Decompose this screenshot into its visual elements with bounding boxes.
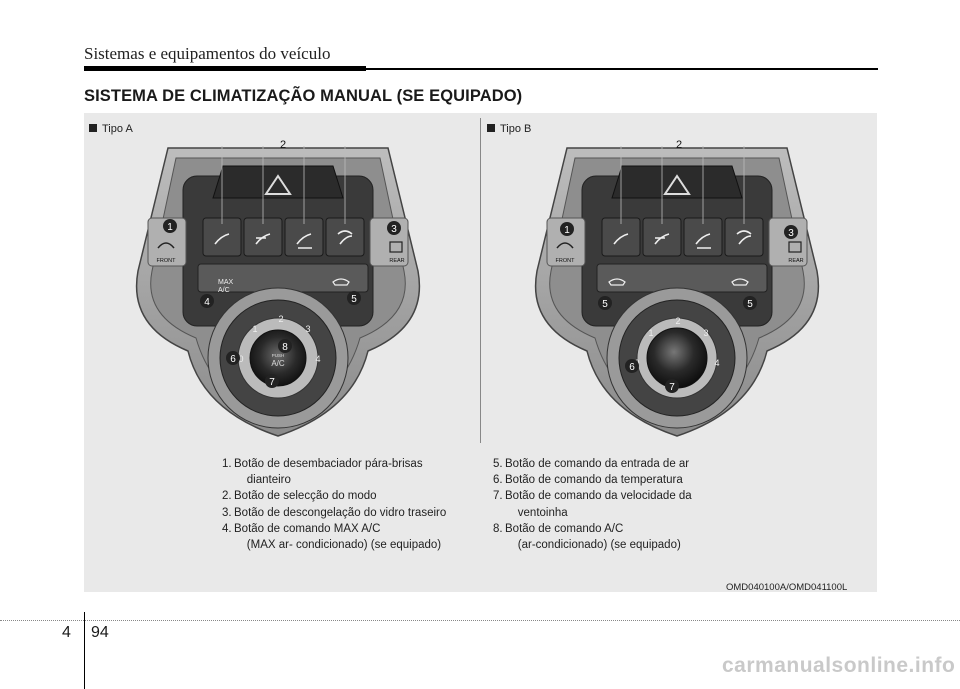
callout-5-right: 5 [747,299,753,310]
footer-vertical-rule [84,612,85,689]
callout-5-left: 5 [602,299,608,310]
footer-rule-right [85,620,960,621]
svg-text:2: 2 [278,314,283,324]
front-label: FRONT [157,258,177,264]
front-label: FRONT [556,258,576,264]
svg-text:4: 4 [315,354,320,364]
svg-text:1: 1 [252,324,257,334]
push-label: PUSH [272,353,285,358]
callout-2: 2 [676,139,682,151]
callout-3: 3 [788,228,794,239]
knob-ac-label: A/C [271,359,285,368]
callout-4: 4 [204,297,210,308]
callout-1: 1 [564,225,570,236]
svg-text:2: 2 [675,316,680,326]
callout-5: 5 [351,294,357,305]
bullet-square-icon [89,124,97,132]
legend-right: 5.Botão de comando da entrada de ar 6.Bo… [493,456,692,553]
footer-rule-left [0,620,84,621]
legend-item: 5.Botão de comando da entrada de ar [493,458,690,470]
legend-item: 8.Botão de comando A/C (ar-condicionado)… [493,522,681,552]
legend-item: 4.Botão de comando MAX A/C (MAX ar- cond… [222,522,442,552]
chapter-number: 4 [62,624,71,641]
climate-panel-type-b: 2 FRONT REAR 0 1 2 3 4 1 3 5 5 6 7 [534,139,820,437]
watermark: carmanualsonline.info [722,654,956,677]
callout-6: 6 [629,362,635,373]
callout-7: 7 [669,382,675,393]
callout-6: 6 [230,354,236,365]
max-label: MAX [218,279,234,286]
type-a-text: Tipo A [102,123,133,135]
rear-label: REAR [788,258,803,264]
type-b-label: Tipo B [487,123,531,135]
bullet-square-icon [487,124,495,132]
svg-text:4: 4 [714,358,719,368]
figure-code: OMD040100A/OMD041100L [726,582,848,593]
callout-3: 3 [391,224,397,235]
page-number: 94 [91,624,109,641]
type-a-label: Tipo A [89,123,133,135]
rear-label: REAR [389,258,404,264]
svg-text:3: 3 [703,328,708,338]
chapter-rule-thin [366,68,878,70]
type-b-text: Tipo B [500,123,532,135]
callout-2: 2 [280,139,286,151]
legend-item: 3.Botão de descongelação do vidro trasei… [222,506,447,519]
legend-item: 2.Botão de selecção do modo [222,490,377,503]
chapter-rule [84,66,366,71]
svg-text:3: 3 [305,324,310,334]
callout-8: 8 [282,342,288,353]
chapter-title: Sistemas e equipamentos do veículo [84,44,331,63]
legend-left: 1.Botão de desembaciador pára-brisas dia… [222,456,446,553]
svg-text:1: 1 [648,328,653,338]
legend-item: 6.Botão de comando da temperatura [493,474,683,487]
max-ac-label: A/C [218,287,230,294]
legend-item: 7.Botão de comando da velocidade da vent… [493,490,692,519]
callout-1: 1 [167,222,173,233]
climate-panel-type-a: 2 FRONT REAR MAX A/C PUSH A/C 0 1 2 3 4 … [135,139,421,437]
callout-7: 7 [269,377,275,388]
svg-text:0: 0 [238,354,243,364]
legend-item: 1.Botão de desembaciador pára-brisas dia… [222,458,423,487]
figure-divider [480,118,481,443]
section-title: SISTEMA DE CLIMATIZAÇÃO MANUAL (SE EQUIP… [84,87,523,105]
